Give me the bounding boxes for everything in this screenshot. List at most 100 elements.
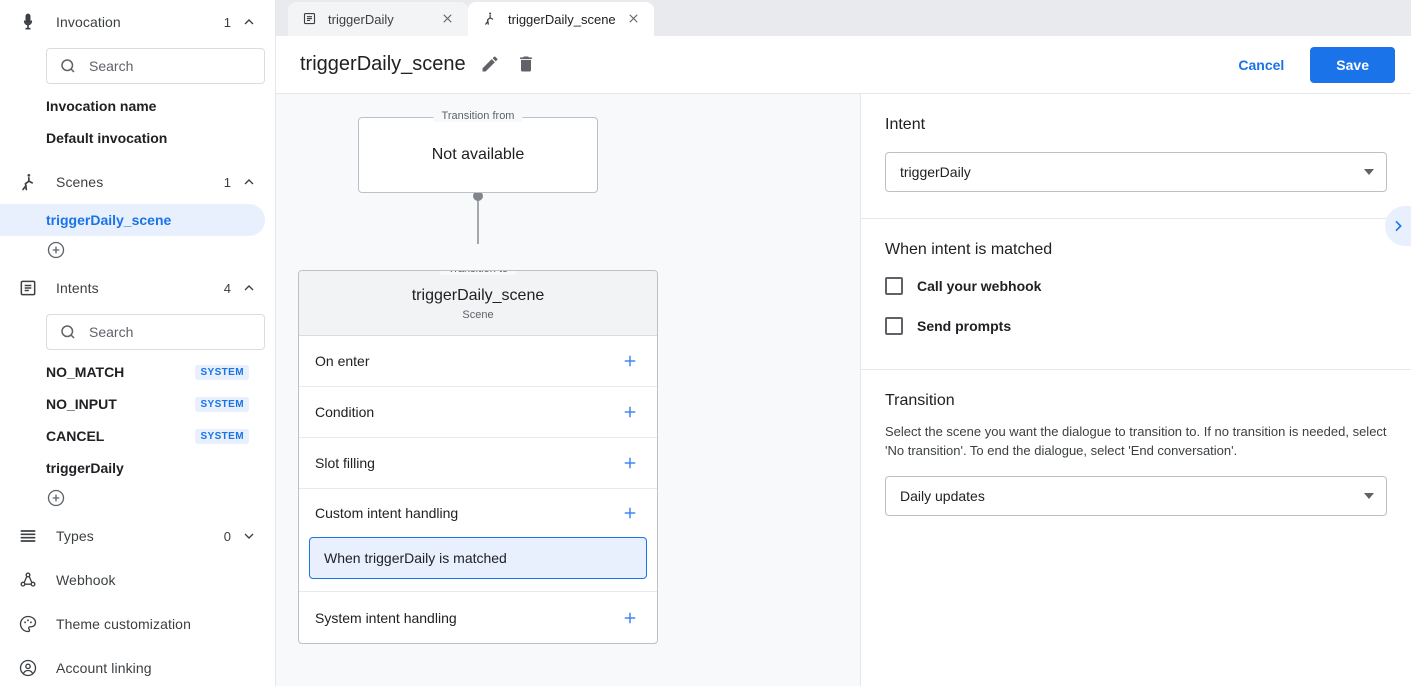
- sidebar-item-cancel[interactable]: CANCEL SYSTEM: [0, 420, 265, 452]
- account-icon: [16, 656, 40, 680]
- scene-node[interactable]: Transition to triggerDaily_scene Scene O…: [298, 270, 658, 644]
- sidebar: Invocation 1 Invocation name Default inv…: [0, 0, 276, 686]
- intents-search-wrap: [0, 310, 275, 356]
- sidebar-item-label: Account linking: [56, 660, 152, 676]
- plus-icon[interactable]: [621, 403, 639, 421]
- scene-row-label: Condition: [315, 404, 375, 420]
- trash-icon[interactable]: [516, 54, 538, 76]
- scene-canvas[interactable]: Transition from Not available Transition…: [276, 94, 860, 686]
- webhook-icon: [16, 568, 40, 592]
- invocation-search-box[interactable]: [46, 48, 265, 84]
- scene-row-custom-intent-handling[interactable]: Custom intent handling: [299, 489, 657, 537]
- chevron-down-icon[interactable]: [241, 528, 257, 544]
- intents-search-box[interactable]: [46, 314, 265, 350]
- sidebar-item-label: triggerDaily_scene: [46, 212, 172, 228]
- sidebar-item-no-input[interactable]: NO_INPUT SYSTEM: [0, 388, 265, 420]
- page-header: triggerDaily_scene Cancel Save: [276, 36, 1411, 94]
- scene-row-system-intent-handling[interactable]: System intent handling: [299, 592, 657, 643]
- chevron-up-icon[interactable]: [241, 280, 257, 296]
- search-icon: [61, 59, 75, 73]
- sidebar-item-no-match[interactable]: NO_MATCH SYSTEM: [0, 356, 265, 388]
- add-intent-row: [0, 484, 275, 514]
- chevron-right-icon[interactable]: [1385, 206, 1411, 246]
- checkbox-send-prompts[interactable]: [885, 317, 903, 335]
- panel-section-when-matched: When intent is matched Call your webhook…: [861, 219, 1411, 370]
- tab-triggerdaily-scene[interactable]: triggerDaily_scene: [468, 2, 654, 36]
- sidebar-group-invocation[interactable]: Invocation 1: [0, 0, 275, 44]
- save-button[interactable]: Save: [1310, 46, 1395, 83]
- sidebar-group-scenes[interactable]: Scenes 1: [0, 160, 275, 204]
- sidebar-group-label: Invocation: [56, 14, 121, 30]
- plus-icon[interactable]: [621, 504, 639, 522]
- chevron-up-icon[interactable]: [241, 14, 257, 30]
- sidebar-item-account-linking[interactable]: Account linking: [0, 646, 275, 686]
- sidebar-item-label: NO_INPUT: [46, 396, 117, 412]
- add-scene-icon[interactable]: [46, 240, 66, 260]
- checkbox-label: Send prompts: [917, 318, 1012, 334]
- sidebar-group-types[interactable]: Types 0: [0, 514, 275, 558]
- sidebar-item-label: CANCEL: [46, 428, 105, 444]
- sidebar-item-default-invocation[interactable]: Default invocation: [0, 122, 265, 154]
- scene-row-condition[interactable]: Condition: [299, 387, 657, 438]
- transition-description: Select the scene you want the dialogue t…: [885, 424, 1387, 458]
- sidebar-item-label: triggerDaily: [46, 460, 124, 476]
- intent-icon: [302, 11, 318, 27]
- close-icon[interactable]: [626, 11, 642, 27]
- sidebar-item-theme-customization[interactable]: Theme customization: [0, 602, 275, 646]
- sidebar-group-count: 1: [223, 174, 231, 190]
- plus-icon[interactable]: [621, 352, 639, 370]
- scene-row-slot-filling[interactable]: Slot filling: [299, 438, 657, 489]
- chevron-up-icon[interactable]: [241, 174, 257, 190]
- sidebar-item-triggerdaily-scene[interactable]: triggerDaily_scene: [0, 204, 265, 236]
- status-badge: SYSTEM: [195, 396, 249, 412]
- pencil-icon[interactable]: [480, 54, 502, 76]
- panel-heading-intent: Intent: [885, 116, 926, 133]
- scene-node-title: triggerDaily_scene: [411, 287, 545, 304]
- checkbox-row-send-prompts[interactable]: Send prompts: [885, 317, 1387, 335]
- intents-search-input[interactable]: [87, 323, 252, 341]
- intent-select[interactable]: triggerDaily: [885, 152, 1387, 192]
- transition-from-node[interactable]: Transition from Not available: [358, 110, 598, 193]
- tab-bar: triggerDaily triggerDaily_scene: [276, 0, 1411, 36]
- status-badge: SYSTEM: [195, 364, 249, 380]
- sidebar-group-label: Scenes: [56, 174, 104, 190]
- types-icon: [16, 524, 40, 548]
- palette-icon: [16, 612, 40, 636]
- add-scene-row: [0, 236, 275, 266]
- tab-triggerdaily[interactable]: triggerDaily: [288, 2, 468, 36]
- add-intent-icon[interactable]: [46, 488, 66, 508]
- intent-select-value: triggerDaily: [900, 164, 971, 180]
- tab-label: triggerDaily: [328, 11, 394, 27]
- sidebar-group-label: Intents: [56, 280, 99, 296]
- sidebar-group-count: 0: [223, 528, 231, 544]
- scene-row-label: System intent handling: [315, 609, 457, 626]
- intent-handler-chip[interactable]: When triggerDaily is matched: [309, 537, 647, 579]
- scene-node-subtitle: Scene: [462, 309, 494, 321]
- checkbox-row-call-your-webhook[interactable]: Call your webhook: [885, 277, 1387, 295]
- scene-row-label: Slot filling: [315, 455, 375, 471]
- sidebar-group-count: 1: [223, 14, 231, 30]
- main-area: triggerDaily triggerDaily_scene triggerD…: [276, 0, 1411, 686]
- transition-to-legend: Transition to: [439, 271, 517, 275]
- sidebar-item-invocation-name[interactable]: Invocation name: [0, 90, 265, 122]
- sidebar-item-webhook[interactable]: Webhook: [0, 558, 275, 602]
- sidebar-group-intents[interactable]: Intents 4: [0, 266, 275, 310]
- scene-row-on-enter[interactable]: On enter: [299, 336, 657, 387]
- cancel-button[interactable]: Cancel: [1226, 48, 1296, 82]
- scene-row-label: Custom intent handling: [315, 505, 459, 521]
- panel-heading-transition: Transition: [885, 392, 955, 409]
- sidebar-item-triggerdaily[interactable]: triggerDaily: [0, 452, 265, 484]
- scenes-icon: [16, 170, 40, 194]
- sidebar-item-label: Theme customization: [56, 616, 191, 632]
- invocation-search-input[interactable]: [87, 57, 252, 75]
- chevron-down-icon: [1364, 493, 1374, 499]
- checkbox-call-your-webhook[interactable]: [885, 277, 903, 295]
- plus-icon[interactable]: [621, 454, 639, 472]
- details-panel: Intent triggerDaily When intent is match…: [860, 94, 1411, 686]
- transition-select[interactable]: Daily updates: [885, 476, 1387, 516]
- sidebar-item-label: Default invocation: [46, 130, 168, 146]
- plus-icon[interactable]: [621, 609, 639, 627]
- close-icon[interactable]: [440, 11, 456, 27]
- custom-intent-handlers: When triggerDaily is matched: [299, 537, 657, 592]
- panel-section-transition: Transition Select the scene you want the…: [861, 370, 1411, 542]
